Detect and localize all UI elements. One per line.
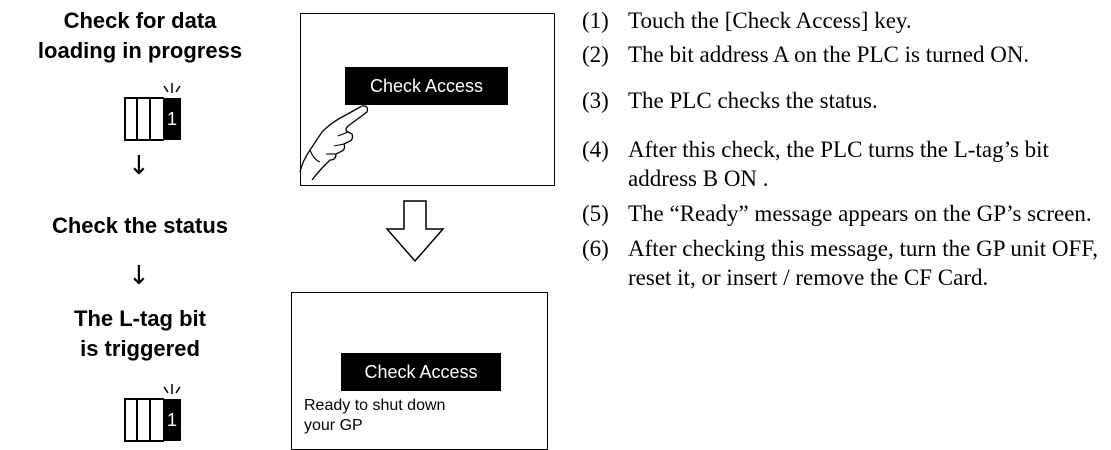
label-line: loading in progress [37, 38, 243, 63]
label-ltag-triggered: The L-tag bit is triggered [0, 304, 280, 364]
step-number: (2) [582, 42, 609, 67]
step-item: (5) The “Ready” message appears on the G… [582, 199, 1107, 228]
bit-register-icon: 1 [120, 80, 184, 142]
register-graphic [124, 384, 181, 442]
check-access-key[interactable]: Check Access [345, 67, 508, 105]
steps-list: (1) Touch the [Check Access] key. (2) Th… [582, 6, 1107, 302]
ready-message: Ready to shut down your GP [304, 396, 534, 436]
step-text: The PLC checks the status. [628, 88, 878, 113]
step-text: After checking this message, turn the GP… [628, 236, 1099, 290]
bit-value: 1 [166, 109, 177, 129]
step-number: (4) [582, 137, 609, 162]
label-line: Check for data [63, 8, 217, 33]
down-arrow-icon: ↓ [128, 261, 150, 291]
message-line: Ready to shut down [304, 397, 446, 414]
bit-register-icon: 1 [120, 381, 184, 443]
label-line: The L-tag bit [74, 306, 206, 331]
step-number: (5) [582, 201, 609, 226]
step-item: (1) Touch the [Check Access] key. [582, 6, 1107, 35]
step-text: After this check, the PLC turns the L-ta… [628, 137, 1049, 191]
down-arrow-icon [385, 200, 445, 263]
message-line: your GP [304, 417, 363, 434]
gp-screen-bottom [291, 292, 548, 450]
label-line: is triggered [80, 336, 200, 361]
step-item: (2) The bit address A on the PLC is turn… [582, 40, 1107, 69]
label-check-status: Check the status [51, 213, 229, 238]
bit-value: 1 [166, 410, 177, 430]
step-item: (3) The PLC checks the status. [582, 86, 1107, 115]
check-access-key[interactable]: Check Access [341, 353, 501, 391]
step-number: (3) [582, 88, 609, 113]
hand-pointer-icon [299, 105, 369, 181]
step-text: The “Ready” message appears on the GP’s … [628, 201, 1092, 226]
step-number: (6) [582, 236, 609, 261]
step-item: (6) After checking this message, turn th… [582, 234, 1107, 292]
down-arrow-icon: ↓ [128, 151, 150, 181]
step-number: (1) [582, 8, 609, 33]
step-item: (4) After this check, the PLC turns the … [582, 135, 1107, 193]
step-text: The bit address A on the PLC is turned O… [628, 42, 1030, 67]
label-check-loading: Check for data loading in progress [0, 6, 280, 66]
register-graphic [124, 83, 181, 141]
step-text: Touch the [Check Access] key. [628, 8, 912, 33]
